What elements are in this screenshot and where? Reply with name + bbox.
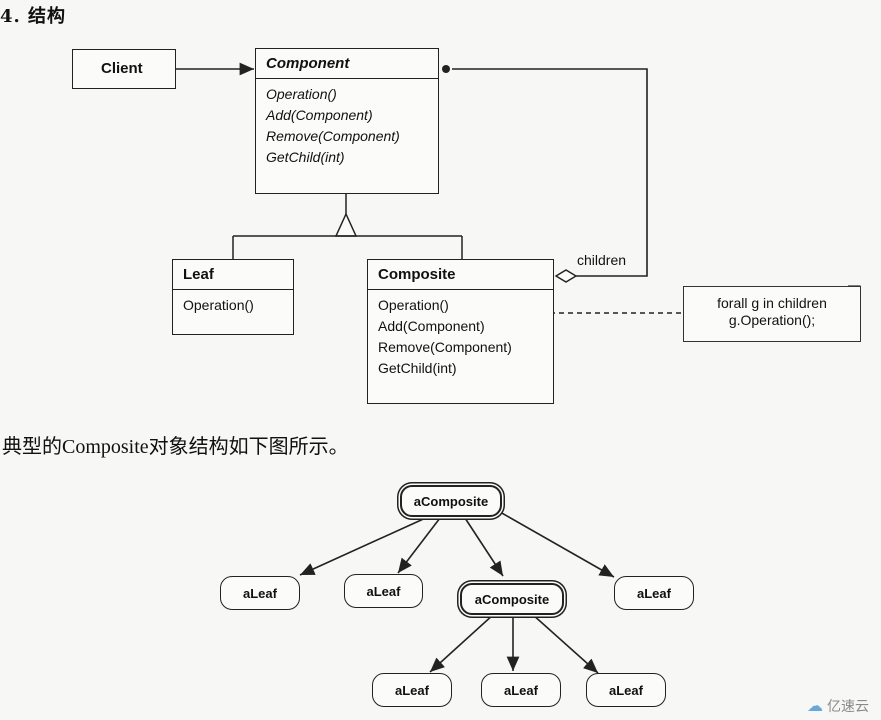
component-operations: Operation() Add(Component) Remove(Compon… [256, 79, 438, 173]
component-class-name: Component [256, 49, 438, 79]
composite-operation: Remove(Component) [378, 339, 512, 355]
tree-edge [464, 517, 504, 577]
implementation-note: forall g in children g.Operation(); [683, 286, 861, 342]
tree-node-child-composite: aComposite [460, 583, 564, 615]
note-line: g.Operation(); [728, 312, 816, 328]
component-class-box: Component Operation() Add(Component) Rem… [255, 48, 439, 194]
caption: 典型的Composite对象结构如下图所示。 [2, 436, 349, 458]
leaf-class-name: Leaf [173, 260, 293, 290]
leaf-operations: Operation() [173, 290, 293, 321]
client-class-box: Client [72, 49, 176, 89]
component-operation: Add(Component) [266, 107, 373, 123]
tree-node-leaf: aLeaf [220, 576, 300, 610]
composite-operation: Add(Component) [378, 318, 485, 334]
tree-node-leaf: aLeaf [372, 673, 452, 707]
leaf-operation: Operation() [183, 297, 254, 313]
client-class-name: Client [101, 60, 143, 77]
component-operation: Operation() [266, 86, 337, 102]
tree-edge [499, 511, 615, 578]
tree-edge [429, 613, 495, 673]
watermark-text: 亿速云 [827, 698, 869, 714]
section-heading: 4. 结构 [0, 6, 67, 27]
leaf-class-box: Leaf Operation() [172, 259, 294, 335]
composite-operations: Operation() Add(Component) Remove(Compon… [368, 290, 553, 384]
composite-operation: Operation() [378, 297, 449, 313]
children-association-line [452, 68, 648, 277]
composite-class-name: Composite [368, 260, 553, 290]
tree-edge [299, 515, 431, 576]
tree-node-leaf: aLeaf [344, 574, 423, 608]
tree-edge [531, 613, 599, 674]
tree-node-leaf: aLeaf [614, 576, 694, 610]
component-operation: Remove(Component) [266, 128, 400, 144]
tree-node-root-composite: aComposite [400, 485, 502, 517]
composite-class-box: Composite Operation() Add(Component) Rem… [367, 259, 554, 404]
composite-operation: GetChild(int) [378, 360, 457, 376]
tree-edge [397, 517, 441, 574]
tree-node-leaf: aLeaf [586, 673, 666, 707]
inheritance-triangle [334, 212, 358, 237]
children-role-label: children [577, 252, 627, 268]
aggregation-diamond [554, 269, 578, 283]
component-operation: GetChild(int) [266, 149, 345, 165]
tree-node-leaf: aLeaf [481, 673, 561, 707]
note-line: forall g in children [717, 295, 827, 311]
watermark: ☁ 亿速云 [807, 696, 869, 716]
cloud-logo-icon: ☁ [807, 698, 823, 715]
